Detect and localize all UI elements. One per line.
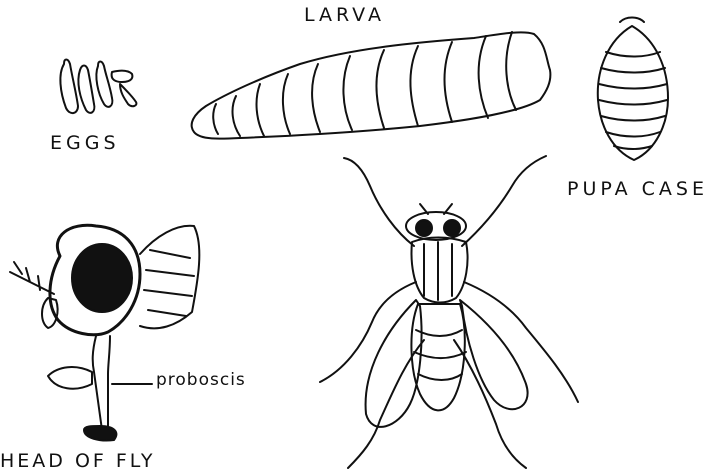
pupa-case-drawing xyxy=(598,18,668,161)
head-of-fly-drawing xyxy=(10,225,199,440)
pupa-case-label: PUPA CASE xyxy=(567,180,708,199)
proboscis-label: proboscis xyxy=(156,372,246,389)
head-of-fly-label: HEAD OF FLY xyxy=(0,452,155,471)
eggs-drawing xyxy=(60,60,136,114)
eggs-label: EGGS xyxy=(50,134,120,153)
adult-fly-drawing xyxy=(320,156,578,468)
larva-drawing xyxy=(192,32,551,139)
larva-label: LARVA xyxy=(304,6,385,25)
